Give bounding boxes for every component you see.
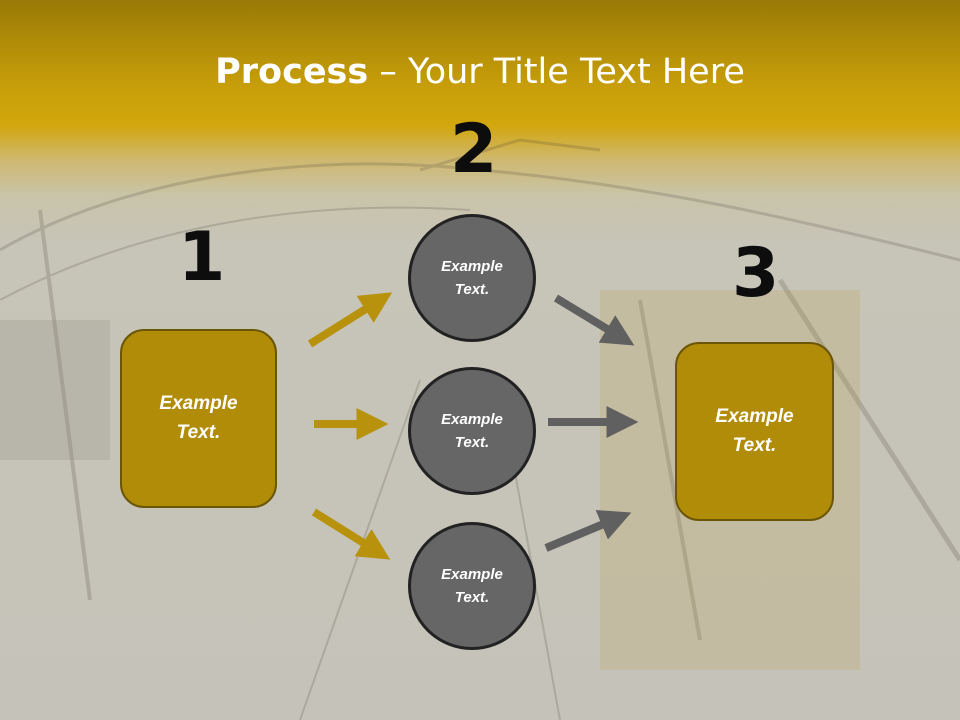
bottom-circle: Example Text.	[408, 522, 536, 650]
top-circle: Example Text.	[408, 214, 536, 342]
right-step-label: Example Text.	[715, 406, 794, 456]
step-number-3: 3	[732, 234, 780, 313]
slide-title: Process – Your Title Text Here	[0, 52, 960, 92]
step-number-2: 2	[450, 110, 498, 189]
middle-circle: Example Text.	[408, 367, 536, 495]
arrow-left-to-top	[307, 292, 393, 348]
right-step-box: Example Text.	[675, 342, 834, 521]
arrow-top-to-right	[553, 294, 635, 346]
left-step-label: Example Text.	[159, 393, 238, 443]
top-circle-label: Example Text.	[441, 257, 503, 298]
bottom-circle-label: Example Text.	[441, 565, 503, 606]
title-rest: – Your Title Text Here	[368, 52, 745, 92]
middle-circle-label: Example Text.	[441, 410, 503, 451]
arrow-bottom-to-right	[544, 510, 632, 552]
step-number-1: 1	[178, 218, 226, 297]
arrow-left-to-bottom	[311, 508, 391, 560]
left-step-box: Example Text.	[120, 329, 277, 508]
title-bold: Process	[215, 52, 369, 92]
